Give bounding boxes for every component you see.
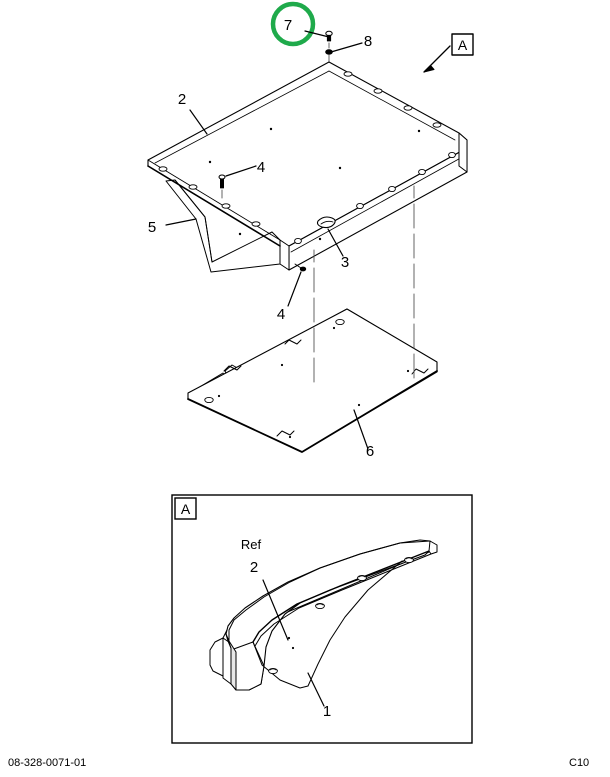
tray-inner-fold-left (154, 70, 330, 164)
leader-7 (304, 30, 330, 38)
bottom-plate-marks (217, 326, 410, 439)
tray-front-band-left (147, 165, 281, 247)
callout-7: 7 (284, 17, 292, 34)
tray-front-band-left2 (147, 159, 281, 241)
assembly-centerlines (313, 185, 415, 383)
bracket-marks (287, 636, 295, 650)
detail-ref-box-a (451, 33, 474, 56)
highlight-circle (270, 1, 316, 47)
bracket-hole-arcs (269, 557, 413, 671)
leader-5 (165, 218, 197, 226)
callout-5: 5 (148, 219, 156, 236)
bottom-plate-front-edge (187, 370, 438, 453)
bracket-tail-bottom (252, 641, 309, 689)
detail-bracket-assembly (209, 539, 438, 707)
callout-4-upper: 4 (257, 159, 265, 176)
leader-6 (353, 409, 369, 450)
bracket-left-notch (209, 637, 224, 677)
bracket-tail-edge (307, 560, 403, 687)
slot-item-3 (316, 216, 336, 229)
bracket-back-curve (228, 540, 431, 643)
detail-ref-arrowhead (423, 65, 435, 73)
bracket-left-face-line (222, 637, 232, 685)
callout-3: 3 (341, 254, 349, 271)
leader-4-upper (225, 165, 257, 177)
callout-4-lower: 4 (277, 306, 285, 323)
main-exploded-view (147, 30, 474, 453)
screw-item-4-lower (294, 263, 307, 272)
bracket-left-endface (225, 633, 237, 691)
bracket-right-endcap (428, 540, 438, 555)
page-code: C10 (569, 757, 590, 769)
bottom-plate-holes (204, 318, 345, 404)
detail-callout-1: 1 (323, 703, 331, 720)
detail-ref-letter-a: A (458, 37, 468, 53)
leader-2 (189, 109, 208, 135)
callout-6: 6 (366, 443, 374, 460)
document-number: 08-328-0071-01 (8, 757, 87, 769)
tray-left-skirt-fold (174, 179, 213, 263)
bottom-plate-outline (187, 308, 438, 453)
detail-view-letter-a: A (181, 501, 191, 517)
detail-callout-2: 2 (250, 559, 258, 576)
tray-top-holes-back (343, 71, 442, 128)
tray-front-left-wall (279, 239, 290, 271)
screw-item-4-upper (218, 174, 226, 189)
bolt-item-7 (325, 30, 333, 42)
tray-right-endcap (458, 132, 468, 173)
tray-inner-fold-right (328, 70, 456, 141)
leader-detail-1 (307, 672, 325, 707)
leader-4-lower (287, 271, 302, 307)
callout-2: 2 (178, 91, 186, 108)
leader-3 (327, 228, 344, 257)
detail-ref-label: Ref (241, 537, 262, 552)
bracket-ridge-upper (252, 550, 430, 643)
bracket-ridge-lower (254, 553, 432, 647)
leader-8 (330, 42, 363, 53)
leader-detail-2 (262, 579, 289, 641)
tray-top-marks (208, 127, 421, 241)
detail-view-letter-box (174, 497, 197, 520)
callout-8: 8 (364, 33, 372, 50)
tray-front-right-rim (290, 154, 467, 253)
tray-top-holes-left (158, 166, 261, 227)
